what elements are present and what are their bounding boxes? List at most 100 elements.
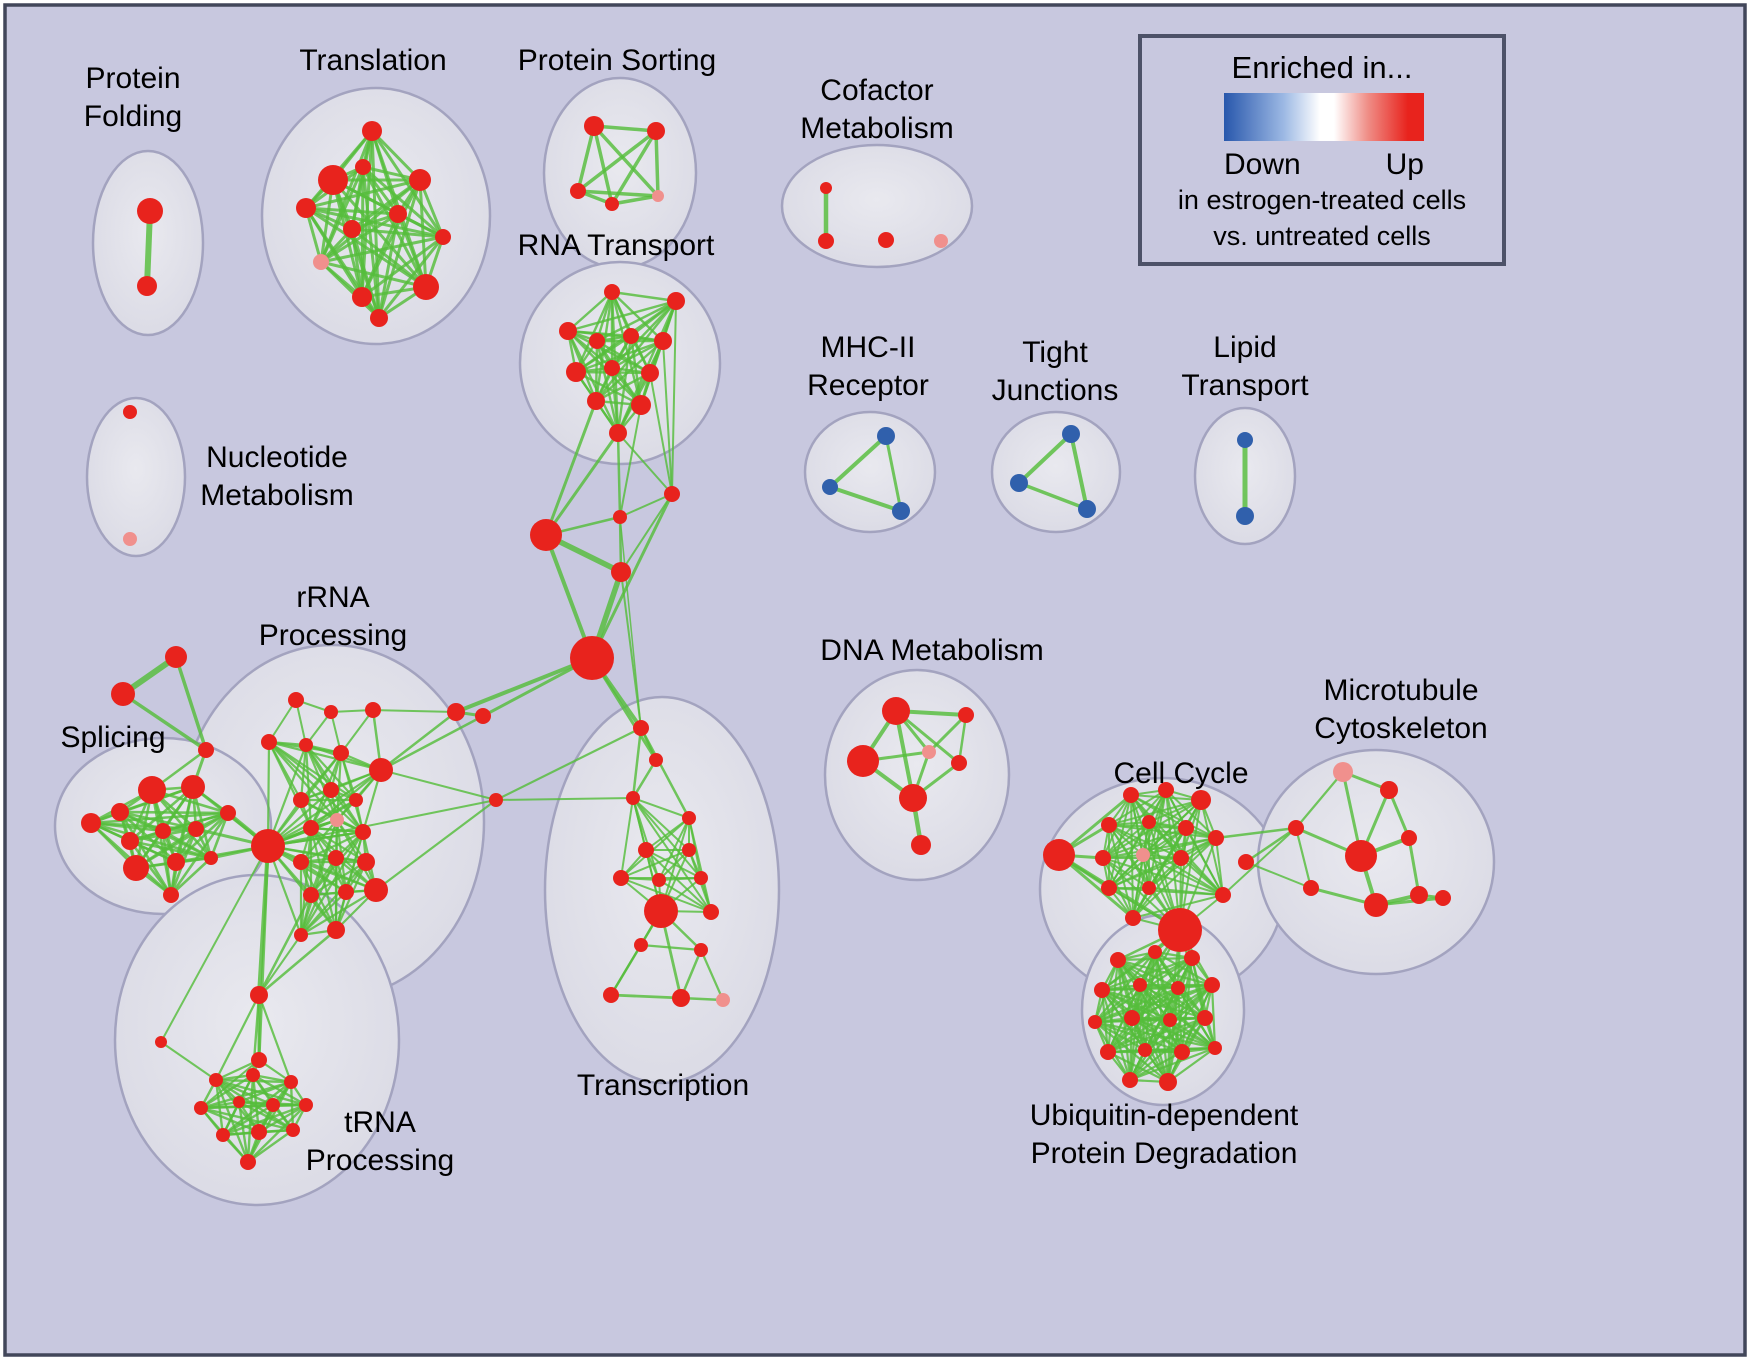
gene-set-node <box>284 1075 298 1089</box>
gene-set-node <box>155 823 171 839</box>
enrichment-edge <box>396 212 428 289</box>
enrichment-edge <box>1017 481 1089 511</box>
cluster-ellipse-nucleotide-metabolism <box>85 396 187 558</box>
gene-set-node <box>369 758 393 782</box>
gene-set-node <box>216 1128 230 1142</box>
gene-set-node <box>605 197 619 211</box>
gene-set-node <box>204 851 218 865</box>
enrichment-edge <box>350 165 365 231</box>
enrichment-edge <box>299 860 378 892</box>
gene-set-node <box>198 742 214 758</box>
gene-set-node <box>111 682 135 706</box>
enrichment-edge <box>592 124 614 206</box>
cluster-label-rna-transport: RNA Transport <box>518 229 715 262</box>
gene-set-node <box>111 803 129 821</box>
cluster-label-trna-processing: tRNA <box>344 1106 416 1139</box>
gene-set-node <box>1158 908 1202 952</box>
enrichment-edge <box>377 235 445 320</box>
gene-set-node <box>1088 1015 1102 1029</box>
enrichment-edge <box>1093 983 1142 1024</box>
gene-set-node <box>631 395 651 415</box>
gene-set-node <box>958 707 974 723</box>
gene-set-node <box>81 813 101 833</box>
gene-set-node <box>1345 840 1377 872</box>
enrichment-edge <box>610 366 620 435</box>
enrichment-edge <box>658 849 690 881</box>
gene-set-node <box>566 362 586 382</box>
gene-set-node <box>716 993 730 1007</box>
gene-set-node <box>370 309 388 327</box>
enrichment-edge <box>610 194 660 206</box>
enrichment-edge <box>1128 1050 1184 1082</box>
enrichment-edge <box>1130 1016 1217 1050</box>
gene-set-node <box>355 824 371 840</box>
enrichment-edge <box>1166 1046 1217 1084</box>
gene-set-node <box>820 182 832 194</box>
cluster-label-microtubule-cytoskeleton: Cytoskeleton <box>1314 712 1487 745</box>
gene-set-node <box>138 776 166 804</box>
gene-set-node <box>313 254 329 270</box>
enrichment-edge <box>1108 789 1167 826</box>
gene-set-node <box>413 274 439 300</box>
enrichment-edge <box>620 817 690 879</box>
gene-set-node <box>303 887 319 903</box>
gene-set-node <box>613 510 627 524</box>
enrichment-edge <box>319 212 400 264</box>
gene-set-node <box>570 636 614 680</box>
gene-set-node <box>682 843 696 857</box>
gene-set-node <box>922 745 936 759</box>
gene-set-node <box>137 276 157 296</box>
gene-set-node <box>220 805 236 821</box>
gene-set-node <box>1094 982 1110 998</box>
gene-set-node <box>357 853 375 871</box>
gene-set-node <box>261 734 277 750</box>
legend-up-label: Up <box>1386 148 1424 181</box>
gene-set-node <box>604 284 620 300</box>
enrichment-edge <box>309 860 368 897</box>
gene-set-node <box>266 1098 280 1112</box>
gene-set-node <box>328 850 344 866</box>
enrichment-edge <box>620 493 673 573</box>
enrichment-edge <box>566 290 614 333</box>
gene-set-node <box>1101 880 1117 896</box>
enrichment-edge <box>350 227 445 239</box>
gene-set-node <box>899 784 927 812</box>
enrichment-edge <box>927 713 968 754</box>
enrichment-edge <box>118 810 230 815</box>
gene-set-node <box>1125 910 1141 926</box>
gene-set-node <box>1288 820 1304 836</box>
enrichment-edge <box>1108 821 1150 889</box>
enrichment-edge <box>1245 861 1312 889</box>
gene-set-node <box>1043 839 1075 871</box>
enrichment-edge <box>1108 824 1134 919</box>
enrichment-edge <box>574 370 643 407</box>
enrichment-edge <box>268 699 297 743</box>
enrichment-edge <box>199 1106 295 1132</box>
enrichment-edge <box>121 692 208 752</box>
enrichment-edge <box>299 818 339 937</box>
gene-set-node <box>892 502 910 520</box>
cluster-label-dna-metabolism: DNA Metabolism <box>820 634 1043 667</box>
gene-set-node <box>652 873 666 887</box>
gene-set-node <box>877 427 895 445</box>
enrichment-edge <box>592 124 660 198</box>
enrichment-edge <box>1215 837 1224 896</box>
enrichment-edge <box>610 290 643 407</box>
enrichment-edge <box>645 849 712 913</box>
enrichment-edge <box>494 726 643 802</box>
gene-set-node <box>294 928 308 942</box>
gene-set-node <box>194 1101 208 1115</box>
legend-gradient-bar <box>1224 93 1424 141</box>
gene-set-node <box>1133 978 1147 992</box>
enrichment-edge <box>699 948 725 1002</box>
gene-set-node <box>649 753 663 767</box>
cluster-label-protein-folding: Protein <box>85 62 180 95</box>
enrichment-edge <box>160 845 269 1043</box>
enrichment-edge <box>174 811 230 864</box>
gene-set-node <box>1380 781 1398 799</box>
enrichment-edge <box>1185 827 1224 896</box>
enrichment-edge <box>1294 826 1313 890</box>
enrichment-edge <box>566 299 678 333</box>
gene-set-node <box>155 1036 167 1048</box>
